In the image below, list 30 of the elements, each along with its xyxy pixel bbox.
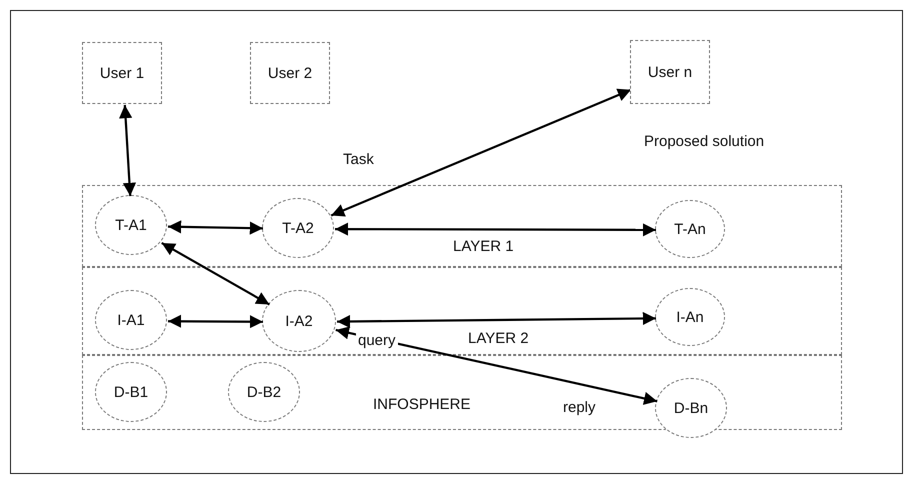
arrow [161,242,270,306]
node-label: User n [648,64,692,80]
node-label: I-An [676,308,704,326]
user-box [250,42,330,104]
user-box [630,40,710,104]
node-label: I-A1 [117,312,145,328]
user-box [82,42,162,104]
node-label: D-Bn [674,400,708,416]
arrow [168,314,263,328]
node-label: User 2 [268,64,312,82]
node-label: D-B1 [114,384,148,400]
arrow [168,220,264,235]
annotation-label: reply [561,399,598,416]
arrow [119,104,136,196]
node-label: T-A1 [115,216,147,234]
arrow [330,88,632,217]
node-label: D-B2 [246,384,282,400]
node-label: User 1 [100,64,144,82]
layer-band [82,267,842,355]
node-label: T-An [674,220,706,238]
arrow [336,312,656,328]
arrow [335,222,656,236]
annotation-label: Proposed solution [642,133,766,150]
layer-label: LAYER 2 [468,330,529,347]
node-label: T-A2 [282,220,314,236]
node-label: I-A2 [285,312,313,330]
layer-band [82,185,842,267]
layer-label: INFOSPHERE [373,396,471,413]
edge-label: query [356,332,398,349]
layer-label: LAYER 1 [453,238,514,255]
